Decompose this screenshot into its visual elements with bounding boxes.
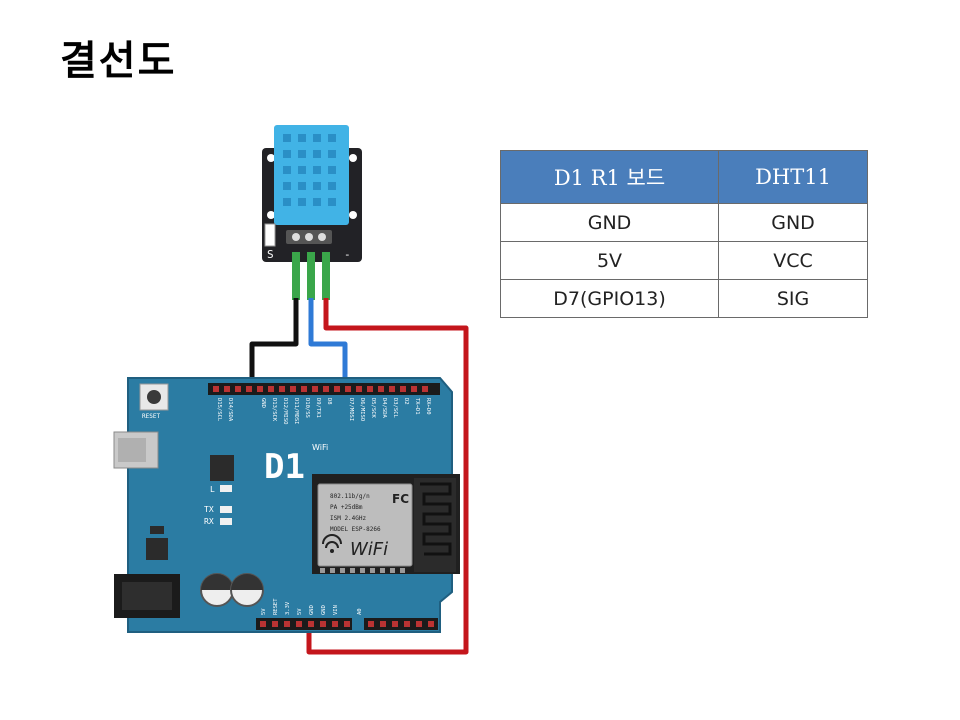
- wiring-table: D1 R1 보드 DHT11 GND GND 5V VCC D7(GPIO13)…: [499, 150, 868, 318]
- pin-label: GND: [309, 605, 315, 615]
- wires: [249, 298, 469, 655]
- sensor-pin-lead: [322, 252, 330, 300]
- table-cell: GND: [499, 203, 720, 242]
- bottom-pin-header: 5V RESET 3.3V 5V GND GND VIN A0: [256, 598, 438, 630]
- sensor-pin-lead: [292, 252, 300, 300]
- pin-label: D4/SDA: [381, 398, 387, 419]
- mount-hole: [349, 211, 357, 219]
- esp-proto: 802.11b/g/n: [330, 493, 370, 500]
- pin-label: D9/TX1: [315, 398, 321, 418]
- table-row: 5V VCC: [499, 241, 868, 280]
- table-cell: 5V: [499, 241, 720, 280]
- pin-label: D6/MISO: [359, 398, 365, 421]
- wire-gnd: [249, 298, 299, 390]
- dht11-module: S -: [262, 125, 362, 300]
- esp-wifi-text: WiFi: [350, 539, 388, 560]
- pin-label: GND: [321, 605, 327, 615]
- top-pin-header: D15/SCL D14/SDA GND D13/SCK D12/MISO D11/MOSI…: [208, 383, 440, 425]
- pin-label: D10/SS: [304, 398, 310, 418]
- pin-label: TX→D1: [414, 398, 420, 415]
- resistor: [264, 223, 276, 247]
- pin-label: D14/SDA: [227, 398, 233, 422]
- pin-label: D3/SCL: [392, 398, 398, 419]
- table-header-board: D1 R1 보드: [499, 150, 720, 204]
- esp-band: ISM 2.4GHz: [330, 515, 367, 522]
- table-header-sensor: DHT11: [718, 150, 868, 204]
- led-tx-label: TX: [204, 505, 214, 514]
- table-header-row: D1 R1 보드 DHT11: [499, 150, 868, 204]
- led-l-label: L: [210, 485, 215, 494]
- table-cell: SIG: [718, 279, 868, 318]
- page-title: 결선도: [60, 38, 177, 84]
- esp-shield: [317, 483, 413, 567]
- pin-label: VIN: [333, 605, 339, 615]
- reset-label: RESET: [142, 413, 160, 420]
- board-logo-super: WiFi: [312, 443, 328, 452]
- pin-label: D5/SCK: [370, 398, 376, 419]
- pin-label: RESET: [273, 598, 279, 615]
- pin-label: D12/MISO: [282, 398, 288, 425]
- pin-label: D13/SCK: [271, 398, 277, 422]
- sensor-pin-s-label: S: [267, 248, 274, 261]
- wire-signal: [308, 298, 348, 390]
- pin-label: D7/MOSI: [348, 398, 354, 421]
- sensor-grille: [283, 134, 336, 206]
- pin-label: GND: [260, 398, 266, 408]
- pin-label: D11/MOSI: [293, 398, 299, 425]
- mount-hole: [267, 211, 275, 219]
- esp-pa: PA +25dBm: [330, 504, 363, 511]
- table-cell: D7(GPIO13): [499, 279, 720, 318]
- pin-label: D8: [326, 398, 332, 405]
- sensor-pin-lead: [307, 252, 315, 300]
- pin-label: 3.3V: [285, 601, 291, 615]
- board-logo: D1: [264, 447, 305, 487]
- pin-label: 5V: [261, 608, 267, 615]
- table-row: GND GND: [499, 203, 868, 242]
- table-row: D7(GPIO13) SIG: [499, 279, 868, 318]
- pin-label: RX←D0: [425, 398, 431, 415]
- led-l: [220, 485, 232, 492]
- sensor-pin-minus-label: -: [344, 248, 351, 261]
- esp8266-module: FC 802.11b/g/n PA +25dBm ISM 2.4GHz MODE…: [312, 474, 460, 574]
- esp-fc-mark: FC: [392, 492, 409, 506]
- wifi-icon: [322, 534, 342, 549]
- pin-label: 5V: [297, 608, 303, 615]
- mount-hole: [267, 154, 275, 162]
- led-rx-label: RX: [204, 517, 214, 526]
- wire-vcc: [306, 298, 469, 655]
- pin-label: D15/SCL: [216, 398, 222, 422]
- esp-model: MODEL ESP-8266: [330, 526, 381, 533]
- led-tx: [220, 506, 232, 513]
- pin-label: D2: [403, 398, 409, 405]
- voltage-regulator: [146, 538, 168, 560]
- mount-hole: [349, 154, 357, 162]
- table-cell: VCC: [718, 241, 868, 280]
- pin-label: A0: [357, 608, 363, 615]
- table-cell: GND: [718, 203, 868, 242]
- led-rx: [220, 518, 232, 525]
- ic-chip: [210, 455, 234, 481]
